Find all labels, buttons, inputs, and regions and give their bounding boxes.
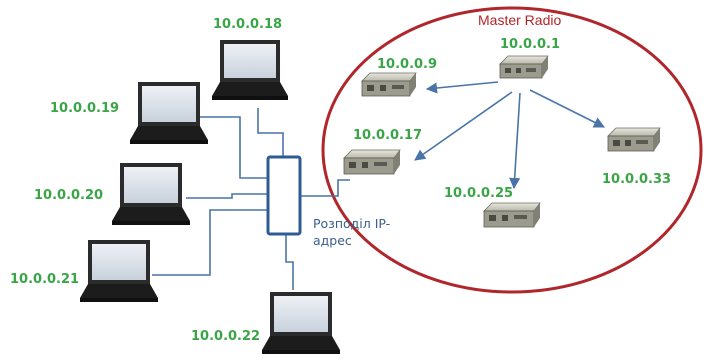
switch-label-line2: адрес — [313, 233, 352, 248]
laptop-icon — [212, 40, 288, 100]
ip-distribution-switch — [266, 155, 302, 236]
ip-label-master: 10.0.0.1 — [500, 37, 561, 52]
master-radio-title: Master Radio — [478, 12, 562, 28]
ip-label-laptop: 10.0.0.22 — [191, 329, 261, 344]
wired-links — [152, 108, 350, 290]
master-radio-icon — [499, 55, 549, 79]
wireless-links — [414, 81, 606, 190]
radio-icon — [343, 149, 401, 175]
switch-label: Розподіл IP- адрес — [313, 215, 390, 249]
laptop-icon — [112, 163, 190, 225]
ip-label-radio: 10.0.0.17 — [353, 128, 423, 143]
laptop-icon — [80, 240, 158, 302]
ip-label-radio: 10.0.0.33 — [602, 172, 672, 187]
ip-label-radio: 10.0.0.25 — [444, 186, 514, 201]
master-radio-ellipse — [321, 6, 703, 294]
laptop-icon — [262, 292, 340, 354]
radio-icon — [361, 72, 417, 97]
ip-label-laptop: 10.0.0.20 — [34, 188, 104, 203]
radio-icon — [483, 202, 541, 228]
ip-label-laptop: 10.0.0.21 — [10, 272, 80, 287]
ip-label-laptop: 10.0.0.18 — [213, 17, 283, 32]
radio-icon — [607, 127, 661, 152]
laptop-icon — [130, 82, 208, 144]
ip-label-radio: 10.0.0.9 — [377, 57, 438, 72]
ip-label-laptop: 10.0.0.19 — [50, 101, 120, 116]
switch-label-line1: Розподіл IP- — [313, 216, 391, 231]
